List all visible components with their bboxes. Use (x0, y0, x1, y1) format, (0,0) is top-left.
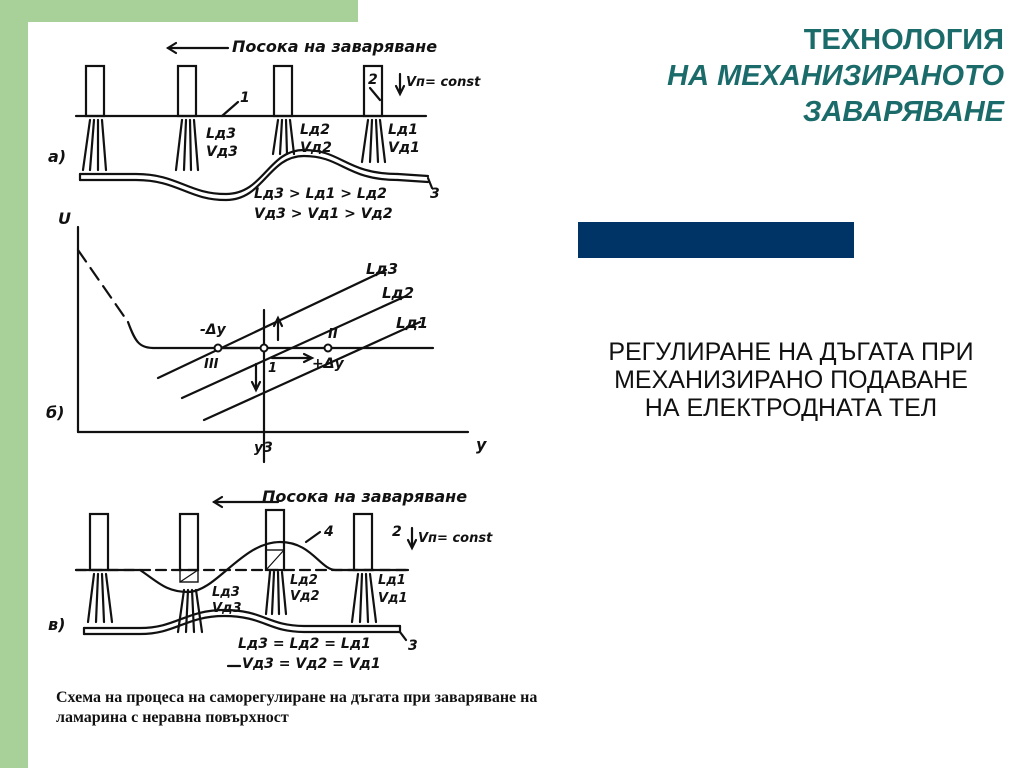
slide-subtitle: РЕГУЛИРАНЕ НА ДЪГАТА ПРИ МЕХАНИЗИРАНО ПО… (608, 338, 974, 422)
point-ii-marker (323, 343, 333, 353)
figure-caption: Схема на процеса на саморегулиране на дъ… (56, 689, 538, 726)
line-lg3: Lд3 (366, 260, 398, 278)
title-line-1: ТЕХНОЛОГИЯ (803, 24, 1004, 56)
callout-a-2: 2 (368, 72, 378, 88)
title-line-3: ЗАВАРЯВАНЕ (802, 96, 1004, 128)
label-a-v1: Vд1 (388, 140, 420, 156)
relation-a-l: Lд3 > Lд1 > Lд2 (254, 186, 387, 202)
diagram-svg: Посока на заваряване Vп= const 1 2 3 а) … (46, 37, 493, 672)
callout-c-4: 4 (323, 524, 334, 540)
label-c-v3: Vд3 (212, 601, 242, 616)
axis-y-label: y (476, 435, 487, 454)
label-a-v3: Vд3 (206, 144, 238, 160)
panel-c (74, 495, 418, 668)
label-a-v2: Vд2 (300, 140, 332, 156)
label-c-v1: Vд1 (378, 591, 408, 606)
panel-a (74, 41, 434, 202)
label-c-l2: Lд2 (290, 573, 318, 588)
accent-bar (578, 222, 854, 258)
panel-b (76, 225, 470, 464)
title-line-2: НА МЕХАНИЗИРАНОТО (667, 60, 1004, 92)
axis-y3-mark: y3 (254, 440, 273, 456)
label-a-l2: Lд2 (300, 122, 330, 138)
panel-c-marker: в) (48, 615, 65, 634)
label-c-l3: Lд3 (212, 585, 240, 600)
line-lg1: Lд1 (396, 314, 428, 332)
delta-minus: -Δy (200, 322, 227, 338)
callout-c-2: 2 (392, 524, 402, 540)
label-c-v2: Vд2 (290, 589, 320, 604)
left-accent-strip (0, 0, 28, 768)
point-1-marker (259, 343, 269, 353)
line-lg2: Lд2 (382, 284, 414, 302)
relation-c-l: Lд3 = Lд2 = Lд1 (238, 636, 371, 652)
relation-c-v: Vд3 = Vд2 = Vд1 (242, 656, 381, 672)
point-iii-marker (213, 343, 223, 353)
direction-label-a: Посока на заваряване (232, 37, 437, 56)
feed-label-a: Vп= const (406, 75, 481, 90)
label-a-l1: Lд1 (388, 122, 418, 138)
label-a-l3: Lд3 (206, 126, 236, 142)
panel-b-marker: б) (46, 403, 64, 422)
label-c-l1: Lд1 (378, 573, 406, 588)
point-1: 1 (268, 361, 277, 376)
callout-a-1: 1 (240, 90, 250, 106)
feed-label-c: Vп= const (418, 531, 493, 546)
slide-title: ТЕХНОЛОГИЯ НА МЕХАНИЗИРАНОТО ЗАВАРЯВАНЕ (584, 22, 1004, 130)
relation-a-v: Vд3 > Vд1 > Vд2 (254, 206, 393, 222)
point-ii: II (328, 327, 338, 342)
point-iii: III (204, 357, 219, 372)
callout-a-3: 3 (430, 186, 440, 202)
scanned-diagram: Посока на заваряване Vп= const 1 2 3 а) … (28, 22, 568, 768)
panel-a-marker: а) (48, 147, 66, 166)
axis-u-label: U (58, 209, 71, 228)
callout-c-3: 3 (408, 638, 418, 654)
top-accent-strip (0, 0, 358, 22)
delta-plus: +Δy (312, 356, 345, 372)
direction-label-c: Посока на заваряване (262, 487, 467, 506)
